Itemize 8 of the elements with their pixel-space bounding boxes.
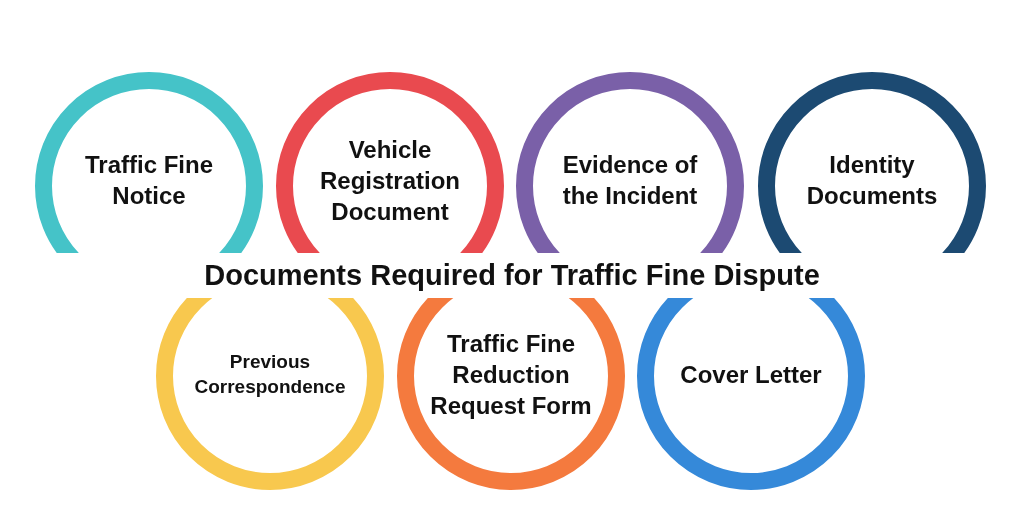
node-label: Evidence of the Incident: [561, 150, 699, 211]
diagram-title: Documents Required for Traffic Fine Dispute: [204, 258, 820, 292]
node-label: Identity Documents: [805, 150, 939, 211]
node-label: Vehicle Registration Document: [319, 134, 461, 227]
node-label: Cover Letter: [679, 359, 823, 390]
node-label: Traffic Fine Reduction Request Form: [429, 328, 593, 421]
node-label: Previous Correspondence: [193, 350, 347, 399]
node-label: Traffic Fine Notice: [84, 150, 214, 211]
